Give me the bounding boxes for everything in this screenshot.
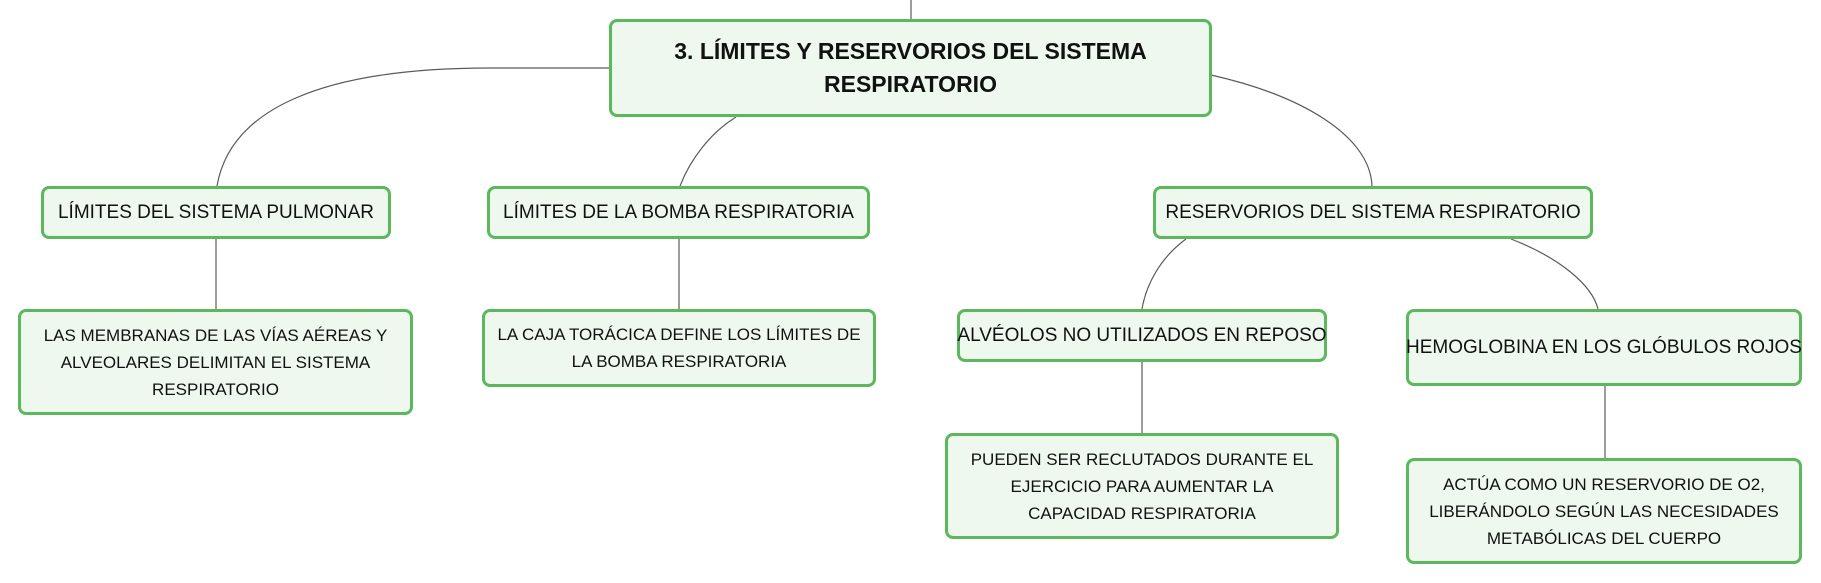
leaf-node-caja-toracica[interactable]: LA CAJA TORÁCICA DEFINE LOS LÍMITES DE L… — [482, 309, 876, 387]
branch-node-label: RESERVORIOS DEL SISTEMA RESPIRATORIO — [1165, 201, 1581, 223]
leaf-node-reclutados[interactable]: PUEDEN SER RECLUTADOS DURANTE EL EJERCIC… — [945, 433, 1339, 539]
leaf-node-label: ACTÚA COMO UN RESERVORIO DE O2, LIBERÁND… — [1429, 474, 1779, 548]
branch-node-limites-pulmonar[interactable]: LÍMITES DEL SISTEMA PULMONAR — [41, 186, 391, 239]
root-node[interactable]: 3. LÍMITES Y RESERVORIOS DEL SISTEMA RES… — [609, 19, 1212, 117]
leaf-node-label: PUEDEN SER RECLUTADOS DURANTE EL EJERCIC… — [970, 449, 1314, 523]
connector-branch3-alveolos — [1141, 238, 1187, 310]
leaf-node-label: LA CAJA TORÁCICA DEFINE LOS LÍMITES DE L… — [497, 325, 861, 371]
leaf-node-label: LAS MEMBRANAS DE LAS VÍAS AÉREAS Y ALVEO… — [43, 325, 388, 399]
branch-node-label: LÍMITES DEL SISTEMA PULMONAR — [57, 201, 375, 223]
branch-node-reservorios[interactable]: RESERVORIOS DEL SISTEMA RESPIRATORIO — [1153, 186, 1593, 239]
leaf-node-membranas[interactable]: LAS MEMBRANAS DE LAS VÍAS AÉREAS Y ALVEO… — [18, 309, 413, 415]
sub-node-hemoglobina[interactable]: HEMOGLOBINA EN LOS GLÓBULOS ROJOS — [1406, 309, 1802, 386]
sub-node-label: HEMOGLOBINA EN LOS GLÓBULOS ROJOS — [1406, 336, 1802, 358]
root-node-label: 3. LÍMITES Y RESERVORIOS DEL SISTEMA RES… — [674, 38, 1147, 97]
sub-node-label: ALVÉOLOS NO UTILIZADOS EN REPOSO — [957, 324, 1327, 346]
connector-root-branch-limites-bomba — [679, 116, 737, 187]
connector-branch3-hemoglobina — [1510, 238, 1599, 310]
connector-root-branch-reservorios — [1210, 74, 1373, 187]
branch-node-limites-bomba[interactable]: LÍMITES DE LA BOMBA RESPIRATORIA — [487, 186, 870, 239]
connector-root-branch-limites-pulmonar — [216, 67, 610, 187]
leaf-node-reservorio-o2[interactable]: ACTÚA COMO UN RESERVORIO DE O2, LIBERÁND… — [1406, 458, 1802, 564]
sub-node-alveolos[interactable]: ALVÉOLOS NO UTILIZADOS EN REPOSO — [957, 309, 1327, 362]
branch-node-label: LÍMITES DE LA BOMBA RESPIRATORIA — [503, 201, 854, 223]
